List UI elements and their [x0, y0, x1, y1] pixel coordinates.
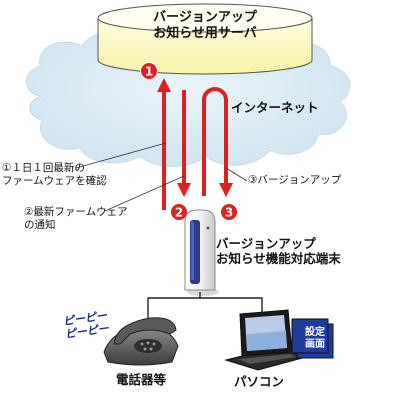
- cable-to-phone: [147, 292, 201, 318]
- step-badge-2: 2: [175, 206, 183, 220]
- terminal-label: バージョンアップ お知らせ機能対応端末: [216, 236, 341, 266]
- settings-screen-line1: 設定: [305, 327, 325, 338]
- telephone-icon: [103, 317, 179, 366]
- step1-label-line1: ①１日１回最新の: [2, 162, 85, 174]
- arrow-step2-down: [177, 90, 191, 197]
- pc-label: パソコン: [234, 374, 285, 389]
- step-badge-3-circle: [220, 203, 238, 221]
- step-badge-1-circle: [140, 62, 158, 80]
- step-badge-2-circle: [170, 203, 188, 221]
- step3-label: ③バージョンアップ: [248, 174, 342, 186]
- arrow-step1-up: [157, 78, 171, 210]
- server-title-line1: バージョンアップ: [153, 10, 257, 25]
- step-badge-1: 1: [145, 65, 153, 79]
- step2-label: ②最新ファームウェア の通知: [24, 206, 128, 231]
- step2-label-line2: の通知: [24, 218, 56, 231]
- server-cylinder: [97, 3, 313, 75]
- settings-screen-line2: 画面: [305, 339, 325, 350]
- step2-label-line1: ②最新ファームウェア: [24, 206, 128, 218]
- leader-line-step1: [75, 142, 167, 169]
- step1-label: ①１日１回最新の ファームウェアを確認: [2, 162, 107, 187]
- settings-screen-label: 設定 画面: [299, 327, 331, 351]
- step1-label-line2: ファームウェアを確認: [2, 174, 107, 187]
- laptop-icon: [224, 309, 308, 371]
- internet-label: インターネット: [231, 100, 319, 115]
- server-title: バージョンアップ お知らせ用サーバ: [110, 10, 300, 41]
- terminal-label-line1: バージョンアップ: [216, 236, 316, 251]
- settings-screen: [291, 318, 334, 359]
- server-title-line2: お知らせ用サーバ: [153, 25, 257, 41]
- leader-line-step3: [225, 167, 248, 182]
- leader-line-step2: [104, 175, 185, 212]
- arrow-step3-loop: [202, 87, 233, 197]
- terminal-label-line2: お知らせ機能対応端末: [216, 251, 341, 266]
- step-badge-3: 3: [225, 206, 233, 220]
- cable-to-pc: [200, 297, 263, 318]
- phone-label: 電話器等: [116, 372, 167, 387]
- router-device: [184, 209, 219, 296]
